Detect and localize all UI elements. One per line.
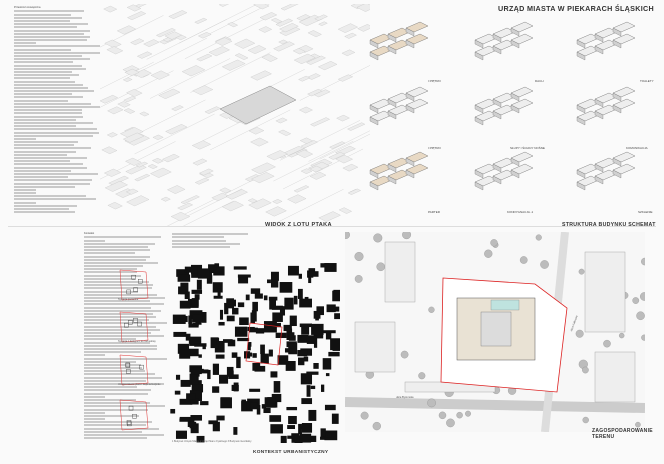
site-plan	[345, 232, 645, 432]
axo-label-r3c3: SZKLENIE	[638, 210, 653, 214]
concept-diagrams	[119, 269, 149, 431]
section-heading-intro: Przestrzeń zewnętrzna	[14, 6, 41, 9]
axo-label-r2c1: I PIĘTRO	[428, 146, 441, 150]
section-heading-context: Kontekst	[84, 232, 95, 235]
birdseye-title: WIDOK Z LOTU PTAKA	[265, 222, 332, 228]
axonometric-city-map	[100, 4, 370, 226]
main-title: URZĄD MIASTA W PIEKARACH ŚLĄSKICH	[498, 4, 655, 13]
axo-label-r3c2: KONDYGNACJA -1	[507, 210, 534, 214]
diagram-label-3: Umiejscowienie placu i wejścia budynku	[118, 383, 161, 386]
street-label-bytomska: ulica Bytomska	[396, 396, 414, 399]
description-text-top: Przestrzeń zewnętrzna	[14, 6, 102, 228]
map-caption	[172, 232, 254, 254]
structure-title: STRUKTURA BUDYNKU SCHEMAT	[562, 222, 656, 228]
axo-label-r3c1: PARTER	[428, 210, 440, 214]
description-text-bottom: Kontekst	[84, 232, 168, 454]
site-plan-title: ZAGOSPODAROWANIE TERENU	[592, 428, 653, 440]
footer-note: 1 Budynek Urzędu Miasta 2 Urząd Stanu Cy…	[172, 440, 252, 443]
figure-ground-map	[170, 263, 340, 443]
axo-label-r1c1: I PIĘTRO	[428, 79, 441, 83]
axo-label-r1c2: DACH	[535, 79, 544, 83]
axonometric-diagram-grid	[369, 21, 636, 191]
diagram-label-2: Sytuacja z dostępem do rozbudowy	[118, 340, 156, 343]
diagram-label-1: Sytuacja pierwotna	[118, 298, 139, 301]
horizontal-divider	[8, 226, 656, 227]
axo-label-r1c3: TOALETY	[640, 79, 654, 83]
axo-label-r2c3: KOMUNIKACJA	[626, 146, 648, 150]
axo-label-r2c2: SŁUPY I ŚCIANY NOŚNE	[510, 146, 545, 150]
urban-context-title: KONTEKST URBANISTYCZNY	[253, 450, 329, 455]
